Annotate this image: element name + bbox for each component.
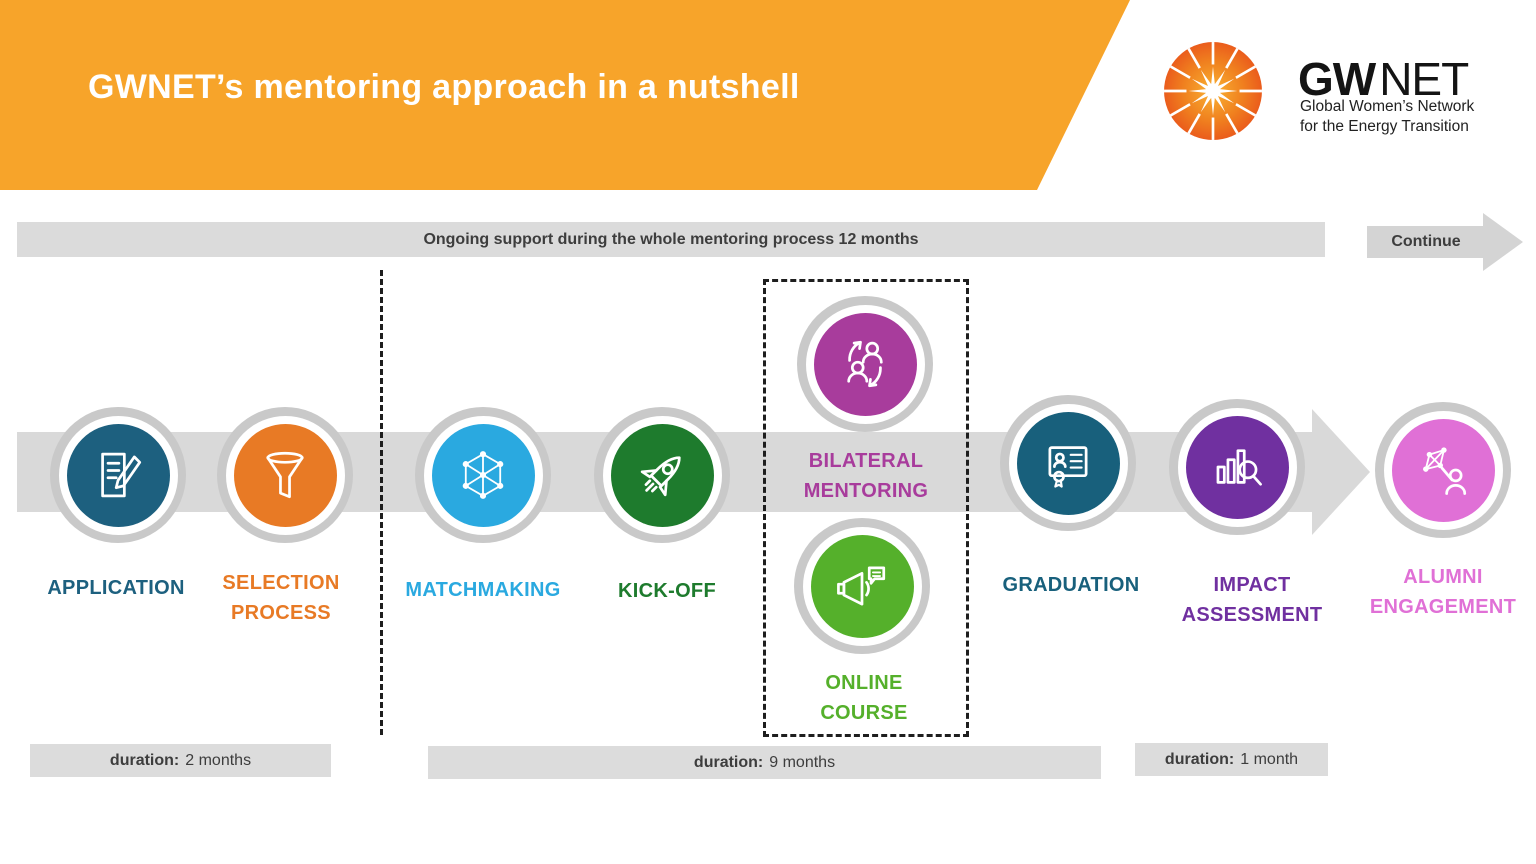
mentoring-people-icon — [847, 340, 883, 388]
stage-kick-off — [594, 407, 730, 543]
stage-bilateral-mentoring — [797, 296, 933, 432]
stage-label-matchmaking: MATCHMAKING — [405, 579, 561, 601]
duration-badge-application: duration: 2 months — [30, 744, 331, 777]
stage-label-online-course: ONLINE COURSE — [820, 672, 908, 724]
funnel-icon — [266, 451, 304, 499]
stage-label-selection-process: SELECTION PROCESS — [222, 572, 340, 624]
megaphone-icon — [837, 566, 886, 606]
certificate-icon — [1048, 446, 1088, 488]
mentoring-phase-dashed-box — [763, 279, 969, 737]
stage-ring — [794, 518, 930, 654]
stage-ring — [217, 407, 353, 543]
timeline-arrowhead — [1312, 409, 1370, 535]
ongoing-support-bar: Ongoing support during the whole mentori… — [17, 222, 1325, 257]
stage-application — [50, 407, 186, 543]
rocket-icon — [640, 456, 681, 497]
stage-label-alumni-engagement: ALUMNI ENGAGEMENT — [1369, 566, 1517, 618]
stage-ring — [1375, 402, 1511, 538]
page-title: GWNET’s mentoring approach in a nutshell — [88, 68, 800, 106]
stage-ring — [415, 407, 551, 543]
tagline-line2: for the Energy Transition — [1300, 118, 1469, 135]
brand-bold: GW — [1298, 53, 1376, 105]
stage-label-application: APPLICATION — [47, 577, 185, 599]
stage-label-graduation: GRADUATION — [1002, 574, 1140, 596]
stage-ring — [594, 407, 730, 543]
phase-divider-dashed-line — [380, 270, 383, 735]
stage-ring — [1000, 395, 1136, 531]
duration-badge-impact: duration: 1 month — [1135, 743, 1328, 776]
alumni-network-icon — [1423, 447, 1467, 495]
ongoing-support-text: Ongoing support during the whole mentori… — [423, 230, 919, 248]
network-icon — [462, 451, 504, 499]
stage-online-course — [794, 518, 930, 654]
tagline-line1: Global Women’s Network — [1300, 98, 1475, 115]
duration-badge-mentoring: duration: 9 months — [428, 746, 1101, 779]
continue-arrow-icon — [1367, 213, 1523, 271]
continue-label: Continue — [1391, 233, 1461, 250]
stage-graduation — [1000, 395, 1136, 531]
stage-impact-assessment — [1169, 399, 1305, 535]
header-banner — [0, 0, 1130, 190]
brand-wordmark: GWNET — [1298, 52, 1469, 106]
brand-light: NET — [1379, 53, 1469, 105]
continue-button[interactable]: Continue — [1367, 213, 1523, 271]
stage-ring — [797, 296, 933, 432]
stage-label-kick-off: KICK-OFF — [618, 580, 716, 602]
stage-ring — [1169, 399, 1305, 535]
stage-selection-process — [217, 407, 353, 543]
stage-matchmaking — [415, 407, 551, 543]
chart-magnifier-icon — [1216, 449, 1262, 486]
stage-ring — [50, 407, 186, 543]
brand-tagline: Global Women’s Network for the Energy Tr… — [1300, 97, 1474, 137]
gwnet-sunburst-logo — [1164, 42, 1262, 140]
document-pencil-icon — [101, 452, 142, 498]
stage-alumni-engagement — [1375, 402, 1511, 538]
stage-label-bilateral-mentoring: BILATERAL MENTORING — [803, 450, 929, 502]
stage-label-impact-assessment: IMPACT ASSESSMENT — [1181, 574, 1323, 626]
